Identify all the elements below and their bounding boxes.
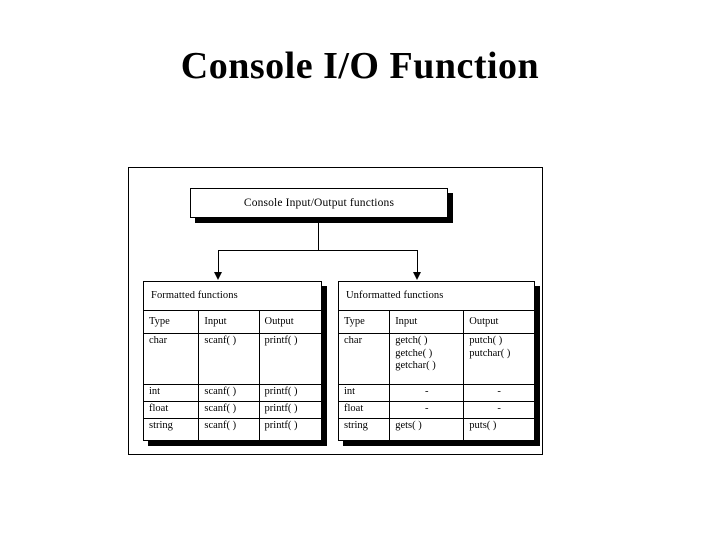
cell-output: printf( )	[258, 418, 321, 440]
table-row: int - -	[339, 383, 534, 403]
cell-output: printf( )	[258, 333, 321, 385]
formatted-functions-table: Formatted functions Type Input Output ch…	[144, 282, 321, 440]
cell-output: puts( )	[463, 418, 534, 440]
cell-output: -	[463, 401, 534, 420]
table-row: float - -	[339, 401, 534, 420]
cell-type: string	[144, 418, 200, 440]
unformatted-functions-table: Unformatted functions Type Input Output …	[339, 282, 534, 440]
connector-trunk-line	[318, 218, 320, 251]
connector-drop-left	[218, 250, 220, 274]
cell-input: gets( )	[389, 418, 465, 440]
arrow-down-icon-left	[214, 272, 223, 280]
root-node-console-io: Console Input/Output functions	[190, 188, 448, 218]
cell-type: string	[339, 418, 391, 440]
cell-output: putch( ) putchar( )	[463, 333, 534, 385]
cell-type: float	[339, 401, 391, 420]
table-row: string gets( ) puts( )	[339, 418, 534, 440]
diagram-frame: Console Input/Output functions Formatted…	[128, 167, 543, 455]
unformatted-table-caption: Unformatted functions	[339, 282, 534, 312]
column-header-output: Output	[258, 310, 321, 335]
cell-type: int	[339, 383, 391, 403]
cell-type: int	[144, 383, 200, 403]
column-header-input: Input	[198, 310, 260, 335]
column-header-type: Type	[144, 310, 200, 335]
table-row: string scanf( ) printf( )	[144, 418, 321, 440]
cell-type: char	[339, 333, 391, 385]
connector-drop-right	[417, 250, 419, 274]
cell-type: float	[144, 401, 200, 420]
cell-input: scanf( )	[198, 401, 260, 420]
unformatted-functions-table-box: Unformatted functions Type Input Output …	[338, 281, 535, 441]
table-caption-row: Formatted functions	[144, 282, 321, 312]
cell-input: -	[389, 401, 465, 420]
cell-input-line: getch( )	[395, 335, 428, 347]
table-row: float scanf( ) printf( )	[144, 401, 321, 420]
cell-input: getch( ) getche( ) getchar( )	[389, 333, 465, 385]
cell-input: scanf( )	[198, 333, 260, 385]
column-header-type: Type	[339, 310, 391, 335]
cell-input: scanf( )	[198, 418, 260, 440]
formatted-table-caption: Formatted functions	[144, 282, 321, 312]
page-title: Console I/O Function	[180, 45, 540, 87]
table-header-row: Type Input Output	[144, 310, 321, 335]
table-row: char getch( ) getche( ) getchar( ) putch…	[339, 333, 534, 385]
arrow-down-icon-right	[413, 272, 422, 280]
table-header-row: Type Input Output	[339, 310, 534, 335]
cell-output: printf( )	[258, 401, 321, 420]
cell-output: printf( )	[258, 383, 321, 403]
cell-input: -	[389, 383, 465, 403]
table-row: char scanf( ) printf( )	[144, 333, 321, 385]
cell-output-line: putch( )	[469, 335, 503, 347]
cell-output: -	[463, 383, 534, 403]
cell-input: scanf( )	[198, 383, 260, 403]
table-row: int scanf( ) printf( )	[144, 383, 321, 403]
formatted-functions-table-box: Formatted functions Type Input Output ch…	[143, 281, 322, 441]
cell-type: char	[144, 333, 200, 385]
column-header-output: Output	[463, 310, 534, 335]
table-caption-row: Unformatted functions	[339, 282, 534, 312]
cell-input-line: getche( )	[395, 347, 433, 359]
column-header-input: Input	[389, 310, 465, 335]
connector-horizontal-bus	[218, 250, 418, 252]
cell-input-line: getchar( )	[395, 360, 436, 372]
cell-output-line: putchar( )	[469, 347, 511, 359]
root-node-label: Console Input/Output functions	[243, 196, 395, 209]
